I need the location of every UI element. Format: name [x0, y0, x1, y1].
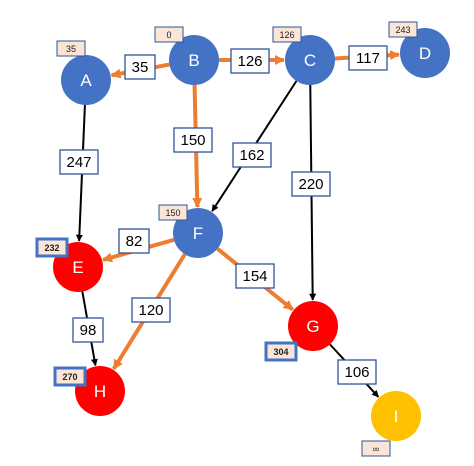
edge-weight-text: 120 [138, 302, 163, 319]
node-d[interactable]: D [400, 28, 450, 78]
edge-weight-f-h: 120 [131, 297, 171, 323]
node-circle [371, 391, 421, 441]
edge-weight-box [131, 297, 171, 323]
edge-weight-box [337, 359, 377, 385]
distance-label-b: 0 [154, 26, 184, 43]
distance-text: 243 [395, 25, 410, 35]
node-label: I [394, 407, 399, 426]
edge-weight-box [348, 45, 388, 71]
edge-weight-box [72, 317, 104, 343]
edge-weight-text: 162 [239, 147, 264, 164]
distance-box [56, 40, 86, 57]
edge-weight-a-e: 247 [59, 149, 99, 175]
edge-weight-box [118, 228, 150, 254]
edge-weight-text: 117 [356, 50, 380, 67]
distance-label-d: 243 [388, 21, 418, 38]
distance-label-f: 150 [158, 204, 188, 221]
edge-weight-text: 220 [298, 176, 323, 193]
edge-weight-text: 154 [242, 268, 267, 285]
edge-weight-c-g: 220 [291, 171, 331, 197]
distance-label-a: 35 [56, 40, 86, 57]
edge-weight-box [235, 263, 275, 289]
distance-text: ∞ [373, 444, 379, 454]
distance-label-e: 232 [35, 237, 69, 258]
edge-labels-layer: 35 126 117 150 162 247 220 82 154 120 98 106 [59, 45, 388, 385]
edge-weight-text: 98 [80, 322, 97, 339]
edge-weight-b-f: 150 [173, 127, 213, 153]
distance-text: 0 [166, 30, 171, 40]
node-circle [288, 301, 338, 351]
node-circle [400, 28, 450, 78]
edge-weight-box [232, 142, 272, 168]
node-label: C [304, 51, 316, 70]
edge-weight-box [124, 54, 156, 80]
nodes-layer: A B C D E F G H I [53, 28, 450, 441]
distance-box [158, 204, 188, 221]
edge-weight-box [230, 48, 270, 74]
node-circle [285, 35, 335, 85]
edge-weight-g-i: 106 [337, 359, 377, 385]
edges-layer [75, 50, 401, 398]
edge-weight-text: 82 [126, 233, 143, 250]
edge-weight-text: 150 [180, 132, 205, 149]
node-h[interactable]: H [75, 366, 125, 416]
node-circle [61, 55, 111, 105]
edge-weight-text: 126 [237, 53, 262, 70]
distance-label-i: ∞ [361, 440, 391, 457]
distance-box [35, 237, 69, 258]
distance-box [272, 26, 302, 43]
edge-weight-c-d: 117 [348, 45, 388, 71]
distance-box [264, 341, 298, 362]
node-label: E [72, 258, 83, 277]
edge-weight-f-g: 154 [235, 263, 275, 289]
distance-labels-layer: 35 0 126 243 232 150 304 270 ∞ [35, 21, 418, 457]
node-label: F [193, 224, 203, 243]
node-b[interactable]: B [169, 35, 219, 85]
edge-weight-box [173, 127, 213, 153]
edge-weight-c-f: 162 [232, 142, 272, 168]
edge-weight-f-e: 82 [118, 228, 150, 254]
distance-label-h: 270 [53, 366, 87, 387]
distance-text: 232 [44, 243, 59, 253]
node-circle [75, 366, 125, 416]
node-i[interactable]: I [371, 391, 421, 441]
distance-box [53, 366, 87, 387]
distance-text: 150 [165, 208, 180, 218]
node-a[interactable]: A [61, 55, 111, 105]
node-c[interactable]: C [285, 35, 335, 85]
distance-text: 35 [66, 44, 76, 54]
edge-weight-box [291, 171, 331, 197]
edge-weight-b-c: 126 [230, 48, 270, 74]
edge-weight-text: 35 [132, 59, 149, 76]
node-label: H [94, 382, 106, 401]
edge-weight-b-a: 35 [124, 54, 156, 80]
distance-label-g: 304 [264, 341, 298, 362]
edge-weight-e-h: 98 [72, 317, 104, 343]
node-circle [169, 35, 219, 85]
edge-weight-text: 106 [344, 364, 369, 381]
node-label: D [419, 44, 431, 63]
distance-box [361, 440, 391, 457]
node-label: B [188, 51, 199, 70]
distance-text: 304 [273, 347, 288, 357]
distance-text: 270 [62, 372, 77, 382]
node-label: G [306, 317, 319, 336]
node-label: A [80, 71, 92, 90]
distance-box [388, 21, 418, 38]
edge-weight-box [59, 149, 99, 175]
distance-box [154, 26, 184, 43]
node-g[interactable]: G [288, 301, 338, 351]
distance-text: 126 [279, 30, 294, 40]
edge-weight-text: 247 [66, 154, 91, 171]
distance-label-c: 126 [272, 26, 302, 43]
